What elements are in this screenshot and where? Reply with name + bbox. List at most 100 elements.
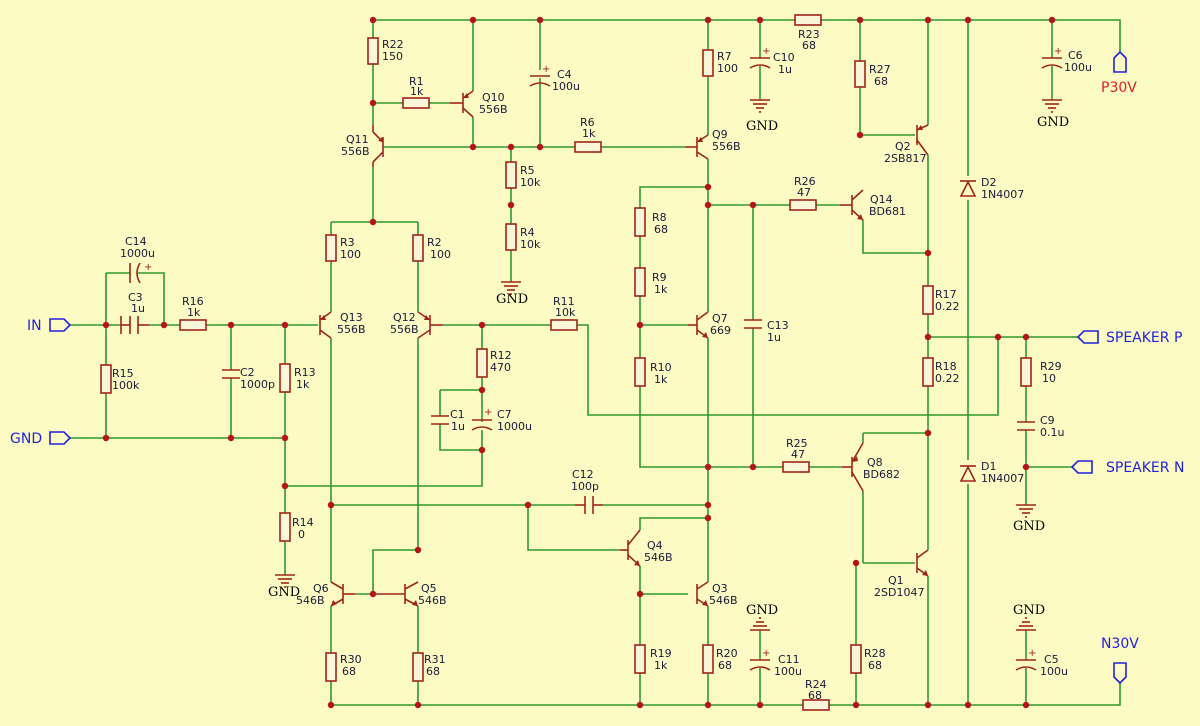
gnd-label: GND [746,603,778,618]
d1-value: 1N4007 [981,472,1024,485]
q14-ref: Q14 [870,193,893,206]
q10-ref: Q10 [482,91,505,104]
d1-ref: D1 [981,460,996,473]
ground-symbol-c11 [750,617,770,631]
resistor-r12 [476,348,488,378]
gnd-label: GND [1013,603,1045,618]
r8-value: 68 [654,223,668,236]
d2-ref: D2 [981,176,996,189]
q6-value: 546B [296,594,325,607]
r1-value: 1k [410,85,424,98]
port-p30v[interactable] [1113,50,1127,73]
r5-value: 10k [520,176,541,189]
c3-ref: C3 [128,291,143,304]
port-in[interactable] [49,318,72,332]
transistor-q11 [372,125,384,167]
svg-text:+: + [144,262,152,273]
ground-symbols [275,99,1062,631]
q6-ref: Q6 [313,582,329,595]
r10-ref: R10 [650,361,672,374]
resistor-r2 [412,234,424,262]
r22-ref: R22 [382,38,404,51]
r3-ref: R3 [340,236,355,249]
port-label-gnd: GND [10,431,42,447]
resistor-r4 [505,223,517,251]
resistor-r30 [325,652,337,682]
capacitor-c11: + [749,648,771,671]
port-label-speaker-n: SPEAKER N [1106,460,1184,476]
r26-ref: R26 [794,175,816,188]
r22-value: 150 [382,50,403,63]
q5-ref: Q5 [421,582,437,595]
transistor-q5 [373,581,419,607]
c14-ref: C14 [125,235,147,248]
c9-value: 0.1u [1040,426,1064,439]
resistor-r7 [702,49,714,77]
r11-ref: R11 [553,295,575,308]
resistor-r31 [412,652,424,682]
d2-value: 1N4007 [981,188,1024,201]
resistor-r27 [854,60,866,88]
r27-value: 68 [874,75,888,88]
q13-ref: Q13 [340,311,363,324]
c7-ref: C7 [497,408,512,421]
capacitor-c1 [431,415,449,425]
q2-value: 2SB817 [884,152,927,165]
resistor-r23 [794,14,822,26]
port-gnd[interactable] [49,431,72,445]
r18-value: 0.22 [935,372,960,385]
r9-ref: R9 [652,271,667,284]
capacitor-c12 [575,496,603,514]
port-n30v[interactable] [1113,662,1127,685]
resistor-r25 [782,461,810,473]
resistor-r15 [100,364,112,394]
c14-value: 1000u [120,247,155,260]
svg-text:+: + [762,46,770,57]
gnd-label: GND [496,292,528,307]
port-label-in: IN [27,318,42,334]
diode-d2 [959,180,977,197]
r16-ref: R16 [182,295,204,308]
gnd-label: GND [1037,115,1069,130]
svg-text:+: + [484,407,492,418]
transistor-q7 [688,311,709,339]
resistor-r28 [850,644,862,674]
transistor-q1 [916,549,929,577]
r12-ref: R12 [490,349,512,362]
capacitor-c2 [222,369,240,379]
gnd-label: GND [746,119,778,134]
resistor-r26 [789,199,817,211]
resistor-r24 [802,699,830,711]
r16-value: 1k [187,306,201,319]
q2-ref: Q2 [895,140,911,153]
q8-ref: Q8 [867,456,883,469]
c12-value: 100p [571,480,599,493]
r6-ref: R6 [580,116,595,129]
resistor-r17 [922,285,934,315]
capacitor-c10: + [749,46,771,69]
r7-ref: R7 [717,50,732,63]
c5-ref: C5 [1044,653,1059,666]
diode-d1 [959,465,977,482]
c2-ref: C2 [240,366,255,379]
resistor-r5 [505,161,517,189]
gnd-label: GND [268,585,300,600]
r17-ref: R17 [935,288,957,301]
transistor-q9 [685,134,709,160]
r27-ref: R27 [869,63,891,76]
r13-ref: R13 [294,366,316,379]
c9-ref: C9 [1040,414,1055,427]
transistor-q2 [916,124,929,156]
r25-value: 47 [791,448,805,461]
r19-ref: R19 [650,647,672,660]
c13-value: 1u [767,331,781,344]
r26-value: 47 [797,186,811,199]
port-speaker-n[interactable] [1070,460,1093,474]
ground-symbol-c9 [1016,504,1036,518]
port-speaker-p[interactable] [1076,330,1099,344]
c10-value: 1u [778,63,792,76]
svg-text:+: + [1028,648,1036,659]
c12-ref: C12 [572,468,594,481]
q12-value: 556B [390,323,419,336]
